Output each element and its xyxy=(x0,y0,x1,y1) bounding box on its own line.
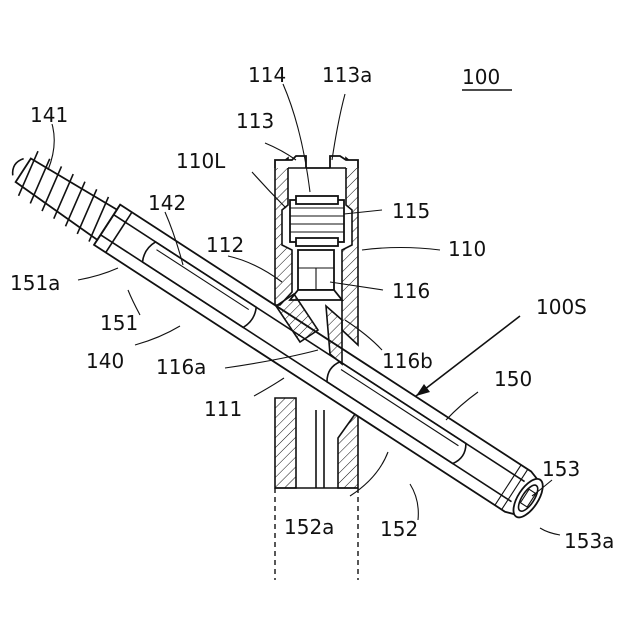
label-153a: 153a xyxy=(564,529,614,553)
nut-top-flange xyxy=(296,196,338,204)
housing-lower-right-wall xyxy=(338,410,358,488)
label-116a: 116a xyxy=(156,355,206,379)
label-141: 141 xyxy=(30,103,68,127)
nut-bottom-flange xyxy=(296,238,338,246)
screw-thread-141 xyxy=(2,145,120,245)
label-112: 112 xyxy=(206,233,244,257)
label-116: 116 xyxy=(392,279,430,303)
label-110: 110 xyxy=(448,237,486,261)
label-151: 151 xyxy=(100,311,138,335)
label-113a: 113a xyxy=(322,63,372,87)
label-152a: 152a xyxy=(284,515,334,539)
label-152: 152 xyxy=(380,517,418,541)
label-142: 142 xyxy=(148,191,186,215)
label-116b: 116b xyxy=(382,349,433,373)
figure-reference-number: 100 xyxy=(462,65,500,89)
label-150: 150 xyxy=(494,367,532,391)
label-113: 113 xyxy=(236,109,274,133)
label-111: 111 xyxy=(204,397,242,421)
label-100S: 100S xyxy=(536,295,587,319)
label-115: 115 xyxy=(392,199,430,223)
inner-nut-115 xyxy=(290,200,344,242)
label-140: 140 xyxy=(86,349,124,373)
label-110L: 110L xyxy=(176,149,226,173)
label-153: 153 xyxy=(542,457,580,481)
label-151a: 151a xyxy=(10,271,60,295)
housing-lower-left-wall xyxy=(275,398,296,488)
screw-core xyxy=(13,155,116,240)
label-114: 114 xyxy=(248,63,286,87)
housing-upper-right-wall xyxy=(342,158,358,345)
